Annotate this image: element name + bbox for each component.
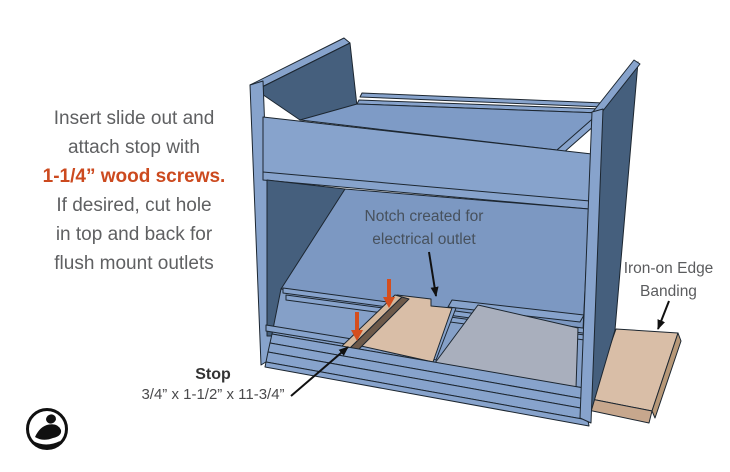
instruction-text: Insert slide out and attach stop with 1-1/… — [28, 104, 240, 278]
screw-arrows — [351, 279, 395, 341]
stop-label-title: Stop — [195, 366, 231, 383]
instruction-line: in top and back for — [55, 224, 213, 245]
logo-figure-body — [35, 424, 62, 440]
screw-arrow-1-shaft — [387, 279, 391, 298]
notch-label: Notch created for electrical outlet — [329, 205, 519, 251]
edge-banding-label-line2: Banding — [640, 283, 697, 300]
right-panel — [579, 59, 641, 424]
notch-arrow — [428, 251, 439, 297]
instruction-line: If desired, cut hole — [56, 195, 212, 216]
instruction-line: attach stop with — [67, 137, 201, 158]
right-panel-front-edge — [579, 108, 604, 424]
rogue-engineer-logo — [26, 408, 68, 450]
screw-arrow-2-shaft — [355, 312, 359, 331]
notch-label-line1: Notch created for — [364, 208, 484, 225]
edge-banding-label-line1: Iron-on Edge — [623, 260, 714, 277]
instruction-line: flush mount outlets — [54, 253, 214, 274]
bottom-board-base — [264, 361, 590, 427]
edge-banding-label: Iron-on Edge Banding — [598, 257, 730, 303]
front-rail-seam — [262, 171, 591, 202]
edge-banding-board — [587, 328, 682, 424]
notch-label-line2: electrical outlet — [372, 231, 476, 248]
logo-figure-head — [46, 414, 56, 424]
logo-figure-base — [33, 441, 60, 448]
banding-arrow — [657, 300, 670, 330]
annotation-arrows — [290, 251, 670, 397]
instruction-line: 1-1/4” wood screws. — [42, 166, 226, 187]
stop-label: Stop 3/4” x 1-1/2” x 11-3/4” — [118, 365, 308, 405]
screw-arrow-2-head — [351, 330, 363, 341]
instruction-line: Insert slide out and — [53, 108, 215, 129]
board-right-edge — [651, 332, 682, 419]
screw-arrow-1-head — [383, 297, 395, 308]
stop-arrow — [290, 346, 349, 397]
stop-label-dimensions: 3/4” x 1-1/2” x 11-3/4” — [141, 386, 285, 403]
